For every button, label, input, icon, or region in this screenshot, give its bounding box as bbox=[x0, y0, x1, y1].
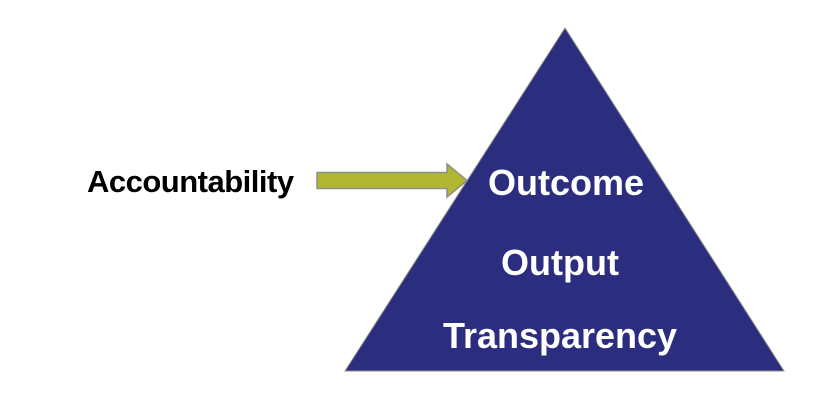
pyramid-level-output: Output bbox=[501, 242, 619, 283]
right-arrow-icon bbox=[316, 162, 469, 199]
accountability-label: Accountability bbox=[87, 164, 295, 199]
pyramid-level-outcome: Outcome bbox=[488, 162, 644, 203]
pyramid-level-transparency: Transparency bbox=[443, 315, 677, 356]
pyramid-shape bbox=[344, 27, 785, 372]
